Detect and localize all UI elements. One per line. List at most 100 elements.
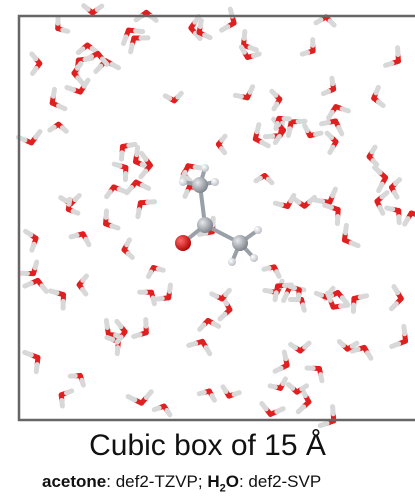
water-molecule: [135, 199, 158, 220]
hydrogen-atom: [254, 226, 262, 234]
water-molecule: [253, 173, 275, 186]
carbon-atom: [232, 235, 248, 251]
water-molecule: [186, 338, 213, 357]
solute-basis: : def2-TZVP;: [106, 472, 208, 491]
water-molecule: [241, 29, 259, 53]
water-molecule: [220, 384, 242, 399]
hydrogen-atom: [179, 178, 187, 186]
water-molecule: [47, 288, 66, 311]
water-molecule: [273, 115, 292, 131]
water-molecule: [71, 60, 85, 85]
solute-name: acetone: [42, 472, 107, 491]
water-molecule: [49, 86, 68, 112]
water-molecule: [232, 84, 256, 101]
water-molecule: [162, 90, 184, 104]
water-molecule: [302, 123, 324, 139]
water-molecule: [196, 388, 217, 403]
hydrogen-atom: [201, 164, 209, 172]
water-molecule: [312, 186, 338, 205]
water-molecule: [124, 179, 152, 196]
water-molecule: [285, 381, 310, 395]
water-molecule: [261, 264, 282, 279]
water-molecule: [384, 205, 402, 226]
water-molecule: [111, 161, 129, 183]
water-molecule: [104, 184, 128, 200]
water-molecule: [121, 27, 146, 47]
water-molecule: [350, 293, 370, 314]
water-molecule: [267, 376, 288, 391]
water-molecule: [371, 84, 386, 109]
water-molecule: [349, 344, 374, 361]
water-molecule: [219, 6, 237, 33]
water-molecule: [196, 18, 213, 41]
water-molecule: [209, 287, 232, 302]
water-molecule: [383, 45, 401, 68]
water-molecule: [153, 282, 173, 302]
water-molecule: [336, 339, 360, 352]
water-molecule: [272, 192, 297, 209]
water-molecule: [269, 88, 283, 112]
water-molecule: [47, 121, 69, 134]
water-molecule: [326, 104, 351, 121]
water-molecule: [388, 284, 404, 312]
water-molecule: [121, 237, 135, 260]
water-molecule: [324, 130, 339, 156]
solvent-basis: : def2-SVP: [238, 472, 322, 491]
water-molecule: [374, 190, 390, 216]
water-molecule: [272, 349, 290, 374]
water-molecule: [22, 349, 41, 375]
water-molecule: [65, 196, 81, 216]
water-molecule: [313, 14, 337, 28]
water-molecule: [131, 317, 149, 339]
carbon-atom: [192, 177, 208, 193]
oxygen-atom: [175, 235, 191, 251]
caption-title: Cubic box of 15 Å: [89, 429, 326, 462]
water-molecule: [64, 77, 91, 95]
water-molecule: [145, 265, 166, 279]
water-molecule: [197, 317, 222, 332]
water-molecule: [238, 44, 262, 60]
water-molecule: [103, 317, 126, 339]
water-molecule: [103, 208, 121, 231]
water-molecule: [118, 141, 138, 162]
water-molecule: [322, 202, 341, 227]
water-molecule: [287, 283, 302, 303]
hydrogen-atom: [250, 254, 258, 262]
water-molecule: [215, 133, 228, 156]
water-molecule: [325, 290, 351, 310]
water-molecule: [372, 165, 389, 194]
water-molecule: [125, 389, 154, 406]
hydrogen-atom: [228, 258, 236, 266]
hydrogen-atom: [211, 178, 219, 186]
water-molecule: [137, 289, 157, 307]
water-molecule: [76, 273, 89, 297]
water-molecule: [81, 3, 105, 16]
water-molecule: [29, 51, 43, 76]
water-molecule: [23, 228, 39, 253]
water-molecule: [128, 35, 151, 55]
water-molecule: [320, 75, 337, 97]
water-molecule: [402, 210, 415, 227]
water-molecule: [75, 42, 100, 56]
water-molecule: [291, 194, 318, 209]
water-molecule: [317, 404, 337, 429]
water-molecule: [68, 231, 92, 248]
carbon-atom: [197, 217, 213, 233]
water-molecule: [138, 150, 153, 180]
water-molecule: [288, 340, 312, 354]
water-molecule: [389, 323, 409, 349]
simulation-box-outline: [17, 14, 415, 422]
water-molecule: [82, 51, 110, 67]
water-molecule: [299, 37, 316, 57]
water-molecule: [114, 318, 128, 345]
water-molecule: [58, 388, 75, 409]
water-molecule: [67, 373, 86, 388]
water-molecule: [341, 222, 361, 249]
water-molecule: [55, 15, 71, 34]
water-molecule: [285, 118, 308, 139]
water-molecule: [319, 118, 345, 137]
water-molecule: [15, 129, 43, 146]
water-molecule: [259, 401, 286, 417]
solvent-name: H2O: [207, 472, 239, 495]
water-molecule: [388, 177, 403, 200]
